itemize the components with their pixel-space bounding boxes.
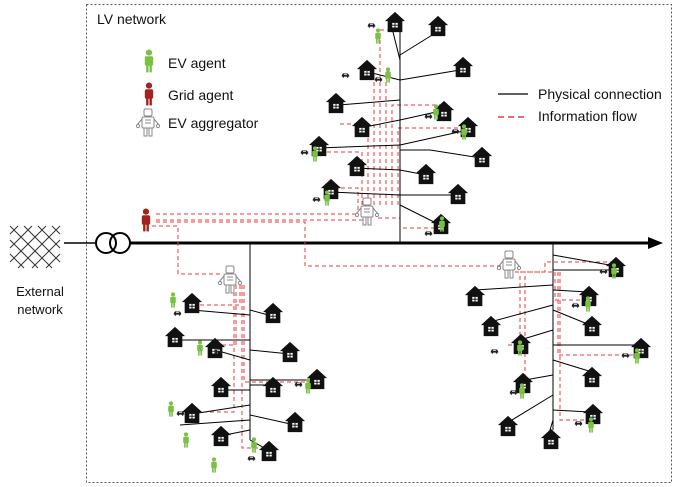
house-icon: [262, 302, 284, 324]
ev-agent-icon: [168, 401, 174, 417]
agent-legend: EV agent Grid agent EV aggregator: [136, 49, 259, 137]
ev-agent-icon: [385, 67, 391, 83]
legend-information-flow-label: Information flow: [538, 108, 638, 124]
ev-agent-icon: [197, 340, 203, 356]
ev-agent-icon: [588, 417, 594, 433]
legend-ev-aggregator-label: EV aggregator: [168, 115, 259, 131]
legend-grid-agent-icon: [144, 82, 154, 106]
grid-agent-icon: [141, 208, 151, 232]
legend-ev-agent-icon: [144, 49, 154, 73]
ev-aggregator-icon-left: [218, 265, 242, 294]
car-icon: [294, 382, 303, 387]
lv-network-label: LV network: [97, 11, 167, 27]
external-network-label-line1: External: [16, 284, 64, 299]
ev-agent-icon: [324, 190, 330, 206]
external-network-mesh-icon: [9, 225, 61, 269]
house-icon: [630, 337, 652, 359]
house-icon: [204, 337, 226, 359]
ev-agent-icon: [312, 146, 318, 162]
house-icon: [427, 15, 449, 37]
ev-agent-icon: [183, 432, 189, 448]
legend-ev-aggregator-icon: [136, 108, 160, 137]
physical-connection-lines: [175, 20, 640, 451]
car-icon: [374, 77, 383, 82]
house-icon: [415, 163, 437, 185]
house-icon: [384, 11, 406, 33]
house-group-left: [164, 292, 328, 462]
house-icon: [447, 183, 469, 205]
bus-arrow-head: [648, 237, 663, 249]
house-icon: [308, 135, 330, 157]
car-icon: [621, 353, 630, 358]
car-icon: [367, 23, 376, 28]
car-icon: [173, 311, 182, 316]
house-icon: [279, 341, 301, 363]
house-icon: [540, 428, 562, 450]
car-icon: [424, 114, 433, 119]
house-icon: [181, 292, 203, 314]
car-icon: [490, 349, 499, 354]
house-icon: [480, 315, 502, 337]
house-icon: [582, 403, 604, 425]
house-icon: [452, 56, 474, 78]
ev-agent-icon: [211, 457, 217, 473]
car-icon: [312, 197, 321, 202]
ev-agent-icon: [634, 348, 640, 364]
ev-agent-icon: [305, 378, 311, 394]
house-icon: [471, 146, 493, 168]
ev-agent-icon: [585, 296, 591, 312]
house-icon: [356, 59, 378, 81]
car-icon: [571, 303, 580, 308]
legend-physical-connection-label: Physical connection: [538, 86, 662, 102]
house-icon: [320, 178, 342, 200]
line-legend: Physical connection Information flow: [498, 86, 662, 124]
house-icon: [210, 425, 232, 447]
car-icon: [300, 150, 309, 155]
house-icon: [164, 326, 186, 348]
house-icon: [181, 402, 203, 424]
car-icon: [574, 421, 583, 426]
external-network-label-line2: network: [17, 302, 63, 317]
house-icon: [210, 376, 232, 398]
ev-agent-icon: [170, 292, 176, 308]
house-icon: [258, 440, 280, 462]
ev-aggregator-icon-top: [355, 197, 379, 226]
house-icon: [581, 315, 603, 337]
legend-ev-agent-label: EV agent: [168, 55, 226, 71]
house-icon: [351, 116, 373, 138]
ev-agent-icon: [519, 383, 525, 399]
house-icon: [284, 411, 306, 433]
car-icon: [424, 231, 433, 236]
house-icon: [325, 92, 347, 114]
legend-grid-agent-label: Grid agent: [168, 87, 233, 103]
ev-aggregator-icon-right: [497, 250, 521, 279]
car-icon: [247, 456, 256, 461]
ev-agent-icon: [251, 437, 257, 453]
house-icon: [497, 415, 519, 437]
house-icon: [346, 155, 368, 177]
ev-agent-icon: [461, 124, 467, 140]
transformer-icon: [95, 232, 131, 254]
house-icon: [457, 116, 479, 138]
car-icon: [341, 73, 350, 78]
lv-network-boundary: [86, 4, 672, 483]
house-icon: [464, 285, 486, 307]
